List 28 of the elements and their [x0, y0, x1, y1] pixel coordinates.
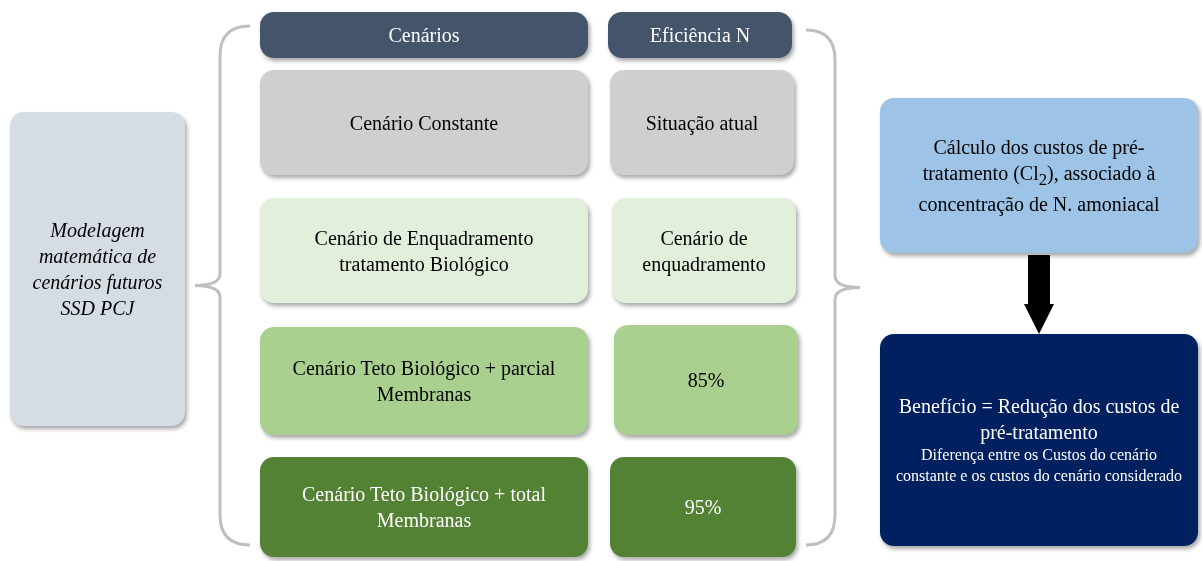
column-header [260, 12, 588, 58]
scenario-box [260, 198, 588, 303]
model-box [10, 112, 185, 426]
calculation-box [880, 98, 1198, 253]
node-text: Cenário Teto Biológico + total Membranas [301, 482, 547, 533]
node-text: Situação atual [645, 110, 759, 136]
node-text: Cálculo dos custos de pré-tratamento (Cl$_{2}$), associado à concentração de N. amoniacal [917, 135, 1161, 217]
scenario-box [260, 327, 588, 435]
node-text: Diferença entre os Custos do cenário constante e os custos do cenário considerado [894, 445, 1184, 486]
scenario-box [260, 457, 588, 557]
node-text: Modelagem matemática de cenários futuros SSD PCJ [31, 218, 164, 321]
efficiency-box [610, 70, 794, 175]
scenario-box [260, 70, 588, 175]
node-text: 95% [684, 495, 722, 520]
node-text: Eficiência N [649, 23, 751, 48]
efficiency-box [610, 457, 796, 557]
node-text: 85% [687, 368, 725, 393]
node-text: Benefício = Redução dos custos de pré-tratamento [897, 394, 1181, 446]
node-text: Cenário de Enquadramento tratamento Biológico [313, 225, 535, 277]
node-text: Cenário de enquadramento [641, 225, 767, 277]
node-text: Cenário Constante [349, 110, 499, 136]
efficiency-box [614, 325, 798, 435]
node-text: Cenário Teto Biológico + parcial Membranas [291, 356, 557, 407]
efficiency-box [612, 198, 796, 303]
node-text: Cenários [388, 23, 460, 48]
arrow [1024, 255, 1054, 334]
column-header [608, 12, 792, 58]
benefit-box [880, 334, 1198, 546]
